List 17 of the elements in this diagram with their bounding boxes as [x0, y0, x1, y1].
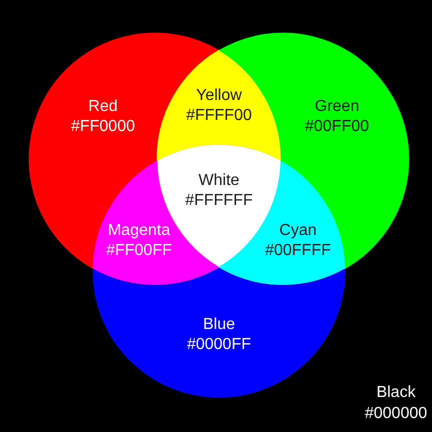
overlap-region: [156, 50, 281, 162]
name-label: Blue: [202, 314, 235, 335]
name-label: White: [198, 170, 240, 191]
name-label: Yellow: [196, 86, 242, 106]
hex-code-label: #00FF00: [304, 116, 370, 137]
hex-code-label: #FF00FF: [106, 240, 172, 261]
hex-code-label: #00FFFF: [265, 240, 331, 261]
hex-code-label: #FF0000: [70, 116, 135, 137]
name-label: Cyan: [279, 220, 317, 241]
name-label: Magenta: [108, 220, 170, 241]
hex-code-label: #000000: [364, 404, 428, 424]
hex-code-label: #0000FF: [186, 334, 251, 355]
hex-code-label: #FFFFFF: [185, 190, 253, 211]
hex-code-label: #FFFF00: [186, 106, 252, 126]
name-label: Red: [88, 96, 118, 117]
name-label: Green: [314, 96, 360, 117]
name-label: Black: [376, 383, 416, 403]
